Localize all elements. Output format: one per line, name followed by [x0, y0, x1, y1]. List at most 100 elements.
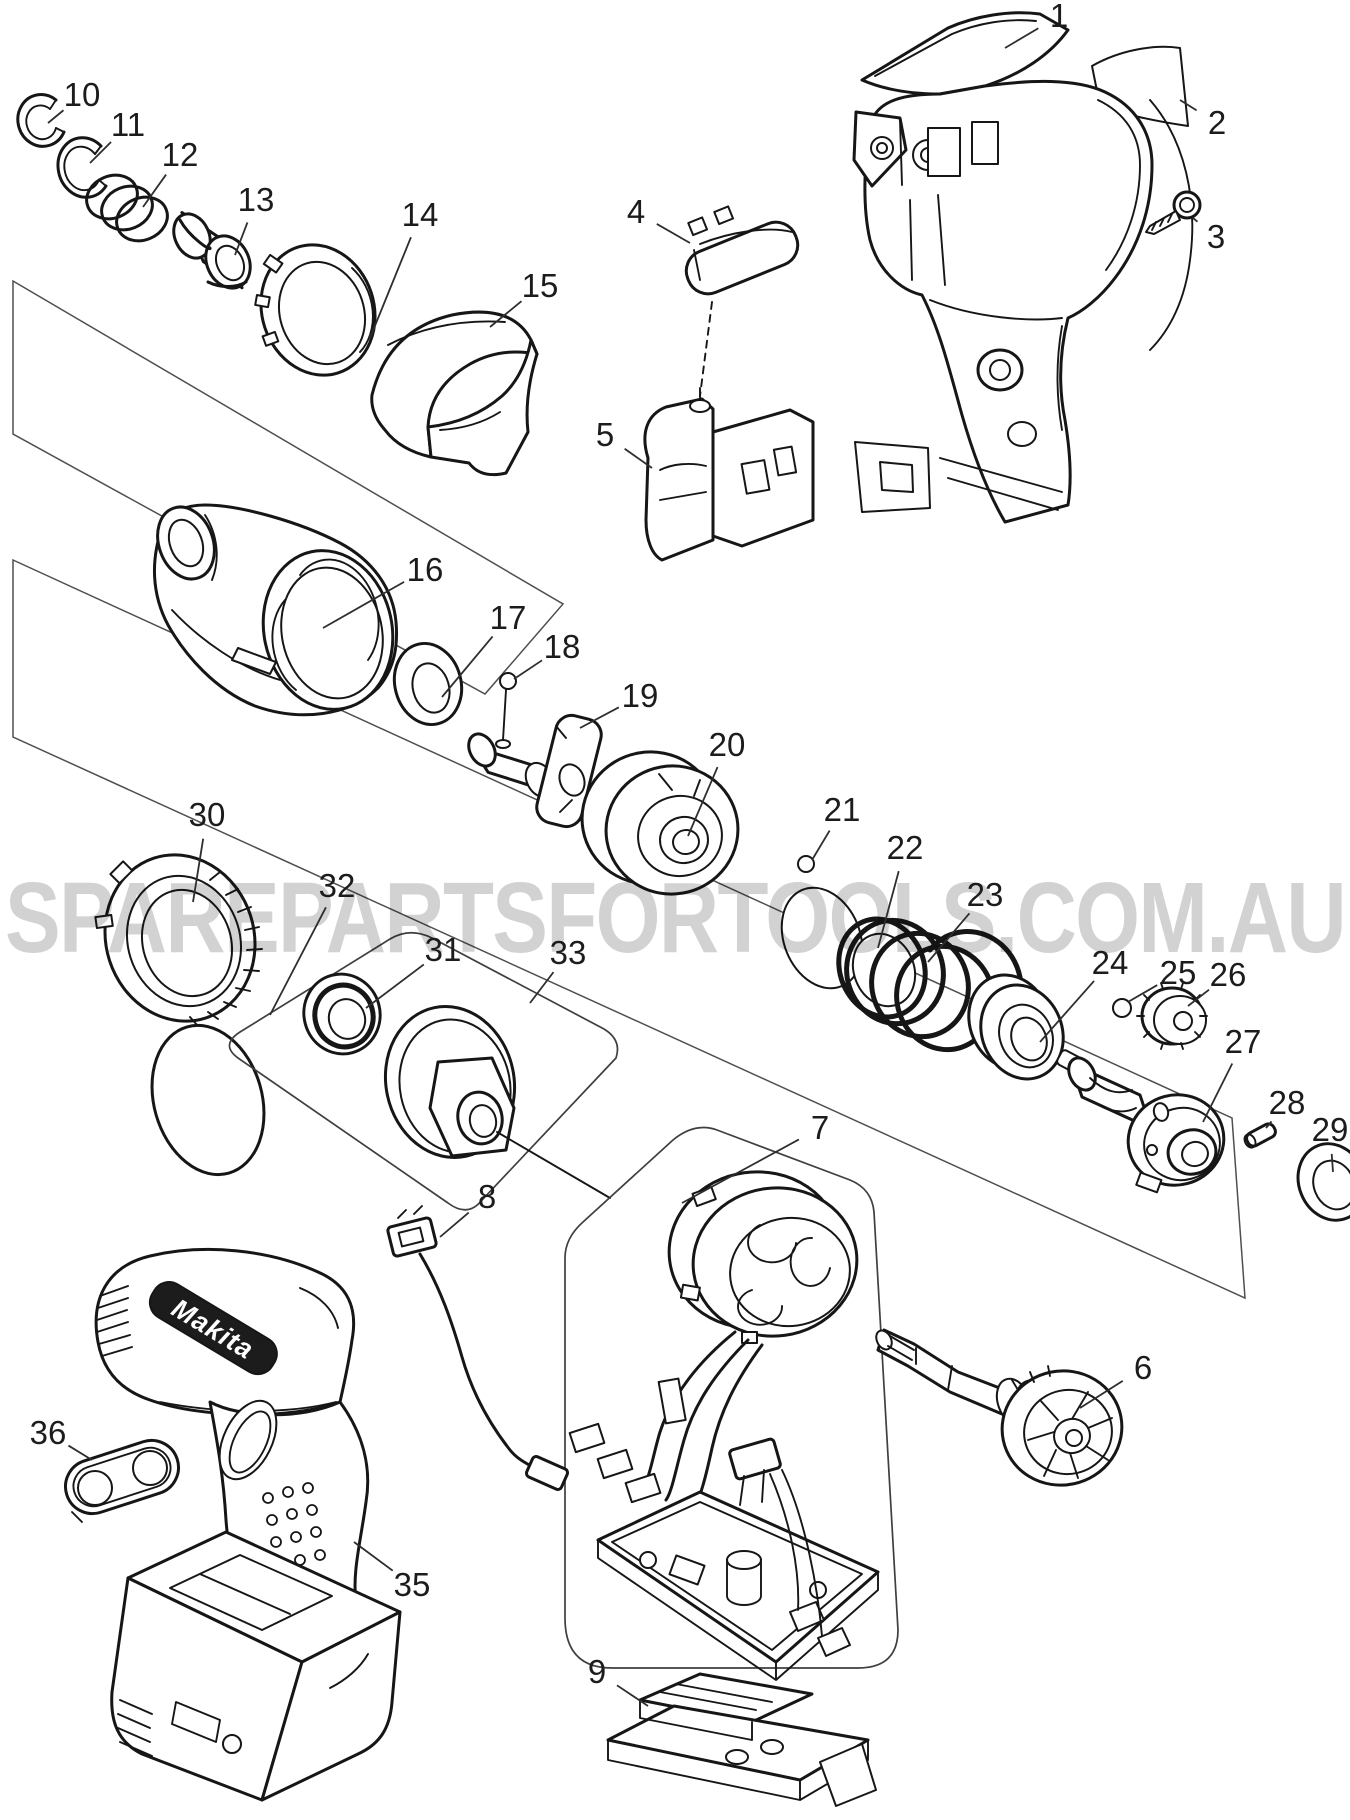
- part-rotor-6: [875, 1328, 1124, 1487]
- part-number-19-anvil: 19: [622, 677, 659, 714]
- leader-line-24: [1039, 980, 1095, 1043]
- part-hammer-20: [580, 750, 740, 896]
- part-ring-14: [254, 243, 377, 377]
- stator-assembly-box: [564, 1126, 899, 1669]
- part-steel-ball-25: [1112, 998, 1132, 1018]
- leader-line-32: [269, 906, 327, 1016]
- part-number-23-compression-spring: 23: [967, 876, 1004, 913]
- leader-line-14: [369, 236, 412, 339]
- part-number-4-reverse-button: 4: [627, 193, 645, 230]
- part-number-11-ring: 11: [111, 106, 145, 143]
- part-number-30-internal-gear: 30: [189, 796, 226, 833]
- part-o-ring-32: [150, 1023, 266, 1177]
- leader-line-28: [1265, 1120, 1273, 1129]
- part-switch-5: [643, 387, 815, 562]
- part-number-3-tapping-screw: 3: [1207, 218, 1225, 255]
- part-number-12-spring: 12: [162, 136, 199, 173]
- part-number-26-pinion-gear: 26: [1210, 956, 1247, 993]
- watermark-text: SPAREPARTSFORTOOLS.COM.AU: [5, 862, 1345, 974]
- leader-line-30: [192, 838, 205, 903]
- part-ring-washer-29: [1296, 1142, 1350, 1222]
- leader-line-35: [353, 1541, 394, 1572]
- leader-line-36: [67, 1444, 93, 1461]
- part-number-32-o-ring: 32: [319, 867, 356, 904]
- part-number-5-switch: 5: [596, 416, 614, 453]
- part-lead-wire-8: [386, 1205, 570, 1491]
- part-number-35-housing-set: 35: [394, 1566, 431, 1603]
- leader-line-21: [811, 830, 831, 861]
- part-number-1-housing-half: 1: [1050, 0, 1068, 34]
- leader-line-22: [877, 870, 900, 949]
- part-number-33-gear-assembly: 33: [550, 934, 587, 971]
- part-number-36-name-plate: 36: [30, 1414, 67, 1451]
- part-housing-half-1: [852, 11, 1194, 524]
- leader-line-8: [439, 1211, 470, 1238]
- part-number-8-lead-wire: 8: [478, 1178, 496, 1215]
- part-number-6-rotor: 6: [1134, 1349, 1152, 1386]
- leader-line-19: [579, 706, 620, 729]
- part-stator-7: [568, 1170, 880, 1681]
- leader-line-17: [441, 635, 494, 698]
- part-number-22-washer: 22: [887, 829, 924, 866]
- leader-line-25: [1127, 984, 1158, 1003]
- part-gear-plate-assembly: [383, 1004, 611, 1199]
- part-terminal-block-9: [606, 1672, 877, 1807]
- leader-line-26: [1187, 988, 1210, 1007]
- leader-line-18: [513, 659, 543, 680]
- part-number-9-terminal-block: 9: [588, 1653, 606, 1690]
- part-internal-gear-30: [94, 853, 263, 1026]
- gear-assembly-box: [228, 931, 619, 1211]
- leader-line-11: [89, 141, 112, 164]
- part-number-27-spindle: 27: [1225, 1023, 1262, 1060]
- part-pinion-gear-26: [1136, 982, 1208, 1050]
- part-number-17-washer: 17: [490, 599, 527, 636]
- part-number-18-steel-ball: 18: [544, 628, 581, 665]
- leader-line-1: [1004, 27, 1039, 49]
- leader-line-3: [1192, 217, 1199, 223]
- part-number-31-ball-bearing: 31: [425, 931, 462, 968]
- part-bumper-15: [370, 310, 539, 477]
- part-number-10-retaining-ring: 10: [64, 76, 101, 113]
- part-ring-11: [56, 136, 108, 199]
- part-number-13-sleeve: 13: [238, 181, 275, 218]
- leader-line-31: [365, 963, 425, 1009]
- part-number-28-pin: 28: [1269, 1084, 1306, 1121]
- part-number-21-steel-ball: 21: [824, 791, 861, 828]
- part-spring-12: [85, 173, 169, 243]
- part-number-25-steel-ball: 25: [1160, 954, 1197, 991]
- leader-line-27: [1202, 1063, 1234, 1123]
- part-number-24-washer-set: 24: [1092, 944, 1129, 981]
- part-name-plate-36: [64, 1438, 180, 1523]
- part-retaining-ring-10: [16, 93, 66, 148]
- part-number-14-ring: 14: [402, 196, 439, 233]
- leader-line-29: [1330, 1153, 1334, 1173]
- part-hammer-case-16: [152, 503, 398, 717]
- part-sleeve-13: [172, 210, 252, 290]
- leader-lines: [47, 27, 1334, 1707]
- part-reverse-button-4: [684, 205, 800, 397]
- part-number-15-bumper: 15: [522, 267, 559, 304]
- part-washer-17: [392, 641, 464, 727]
- part-number-29-ring-washer: 29: [1312, 1111, 1349, 1148]
- leader-line-12: [142, 174, 167, 208]
- leader-line-33: [529, 971, 555, 1004]
- leader-line-9: [616, 1684, 649, 1707]
- part-steel-ball-18: [495, 672, 517, 749]
- leader-line-15: [489, 300, 523, 328]
- leader-line-4: [656, 223, 691, 244]
- leader-line-16: [322, 581, 405, 629]
- part-spindle-27: [1056, 1049, 1226, 1194]
- leader-line-2: [1179, 99, 1198, 112]
- leader-line-23: [927, 912, 971, 963]
- part-number-16-hammer-case: 16: [407, 551, 444, 588]
- part-ball-bearing-31: [302, 972, 382, 1056]
- part-pin-28: [1243, 1122, 1277, 1149]
- leader-line-5: [624, 448, 653, 469]
- leader-line-10: [47, 109, 65, 124]
- part-number-20-hammer: 20: [709, 726, 746, 763]
- leader-line-20: [687, 766, 719, 837]
- part-number-2-label-sheet: 2: [1208, 104, 1226, 141]
- part-screw-3: [1145, 190, 1202, 235]
